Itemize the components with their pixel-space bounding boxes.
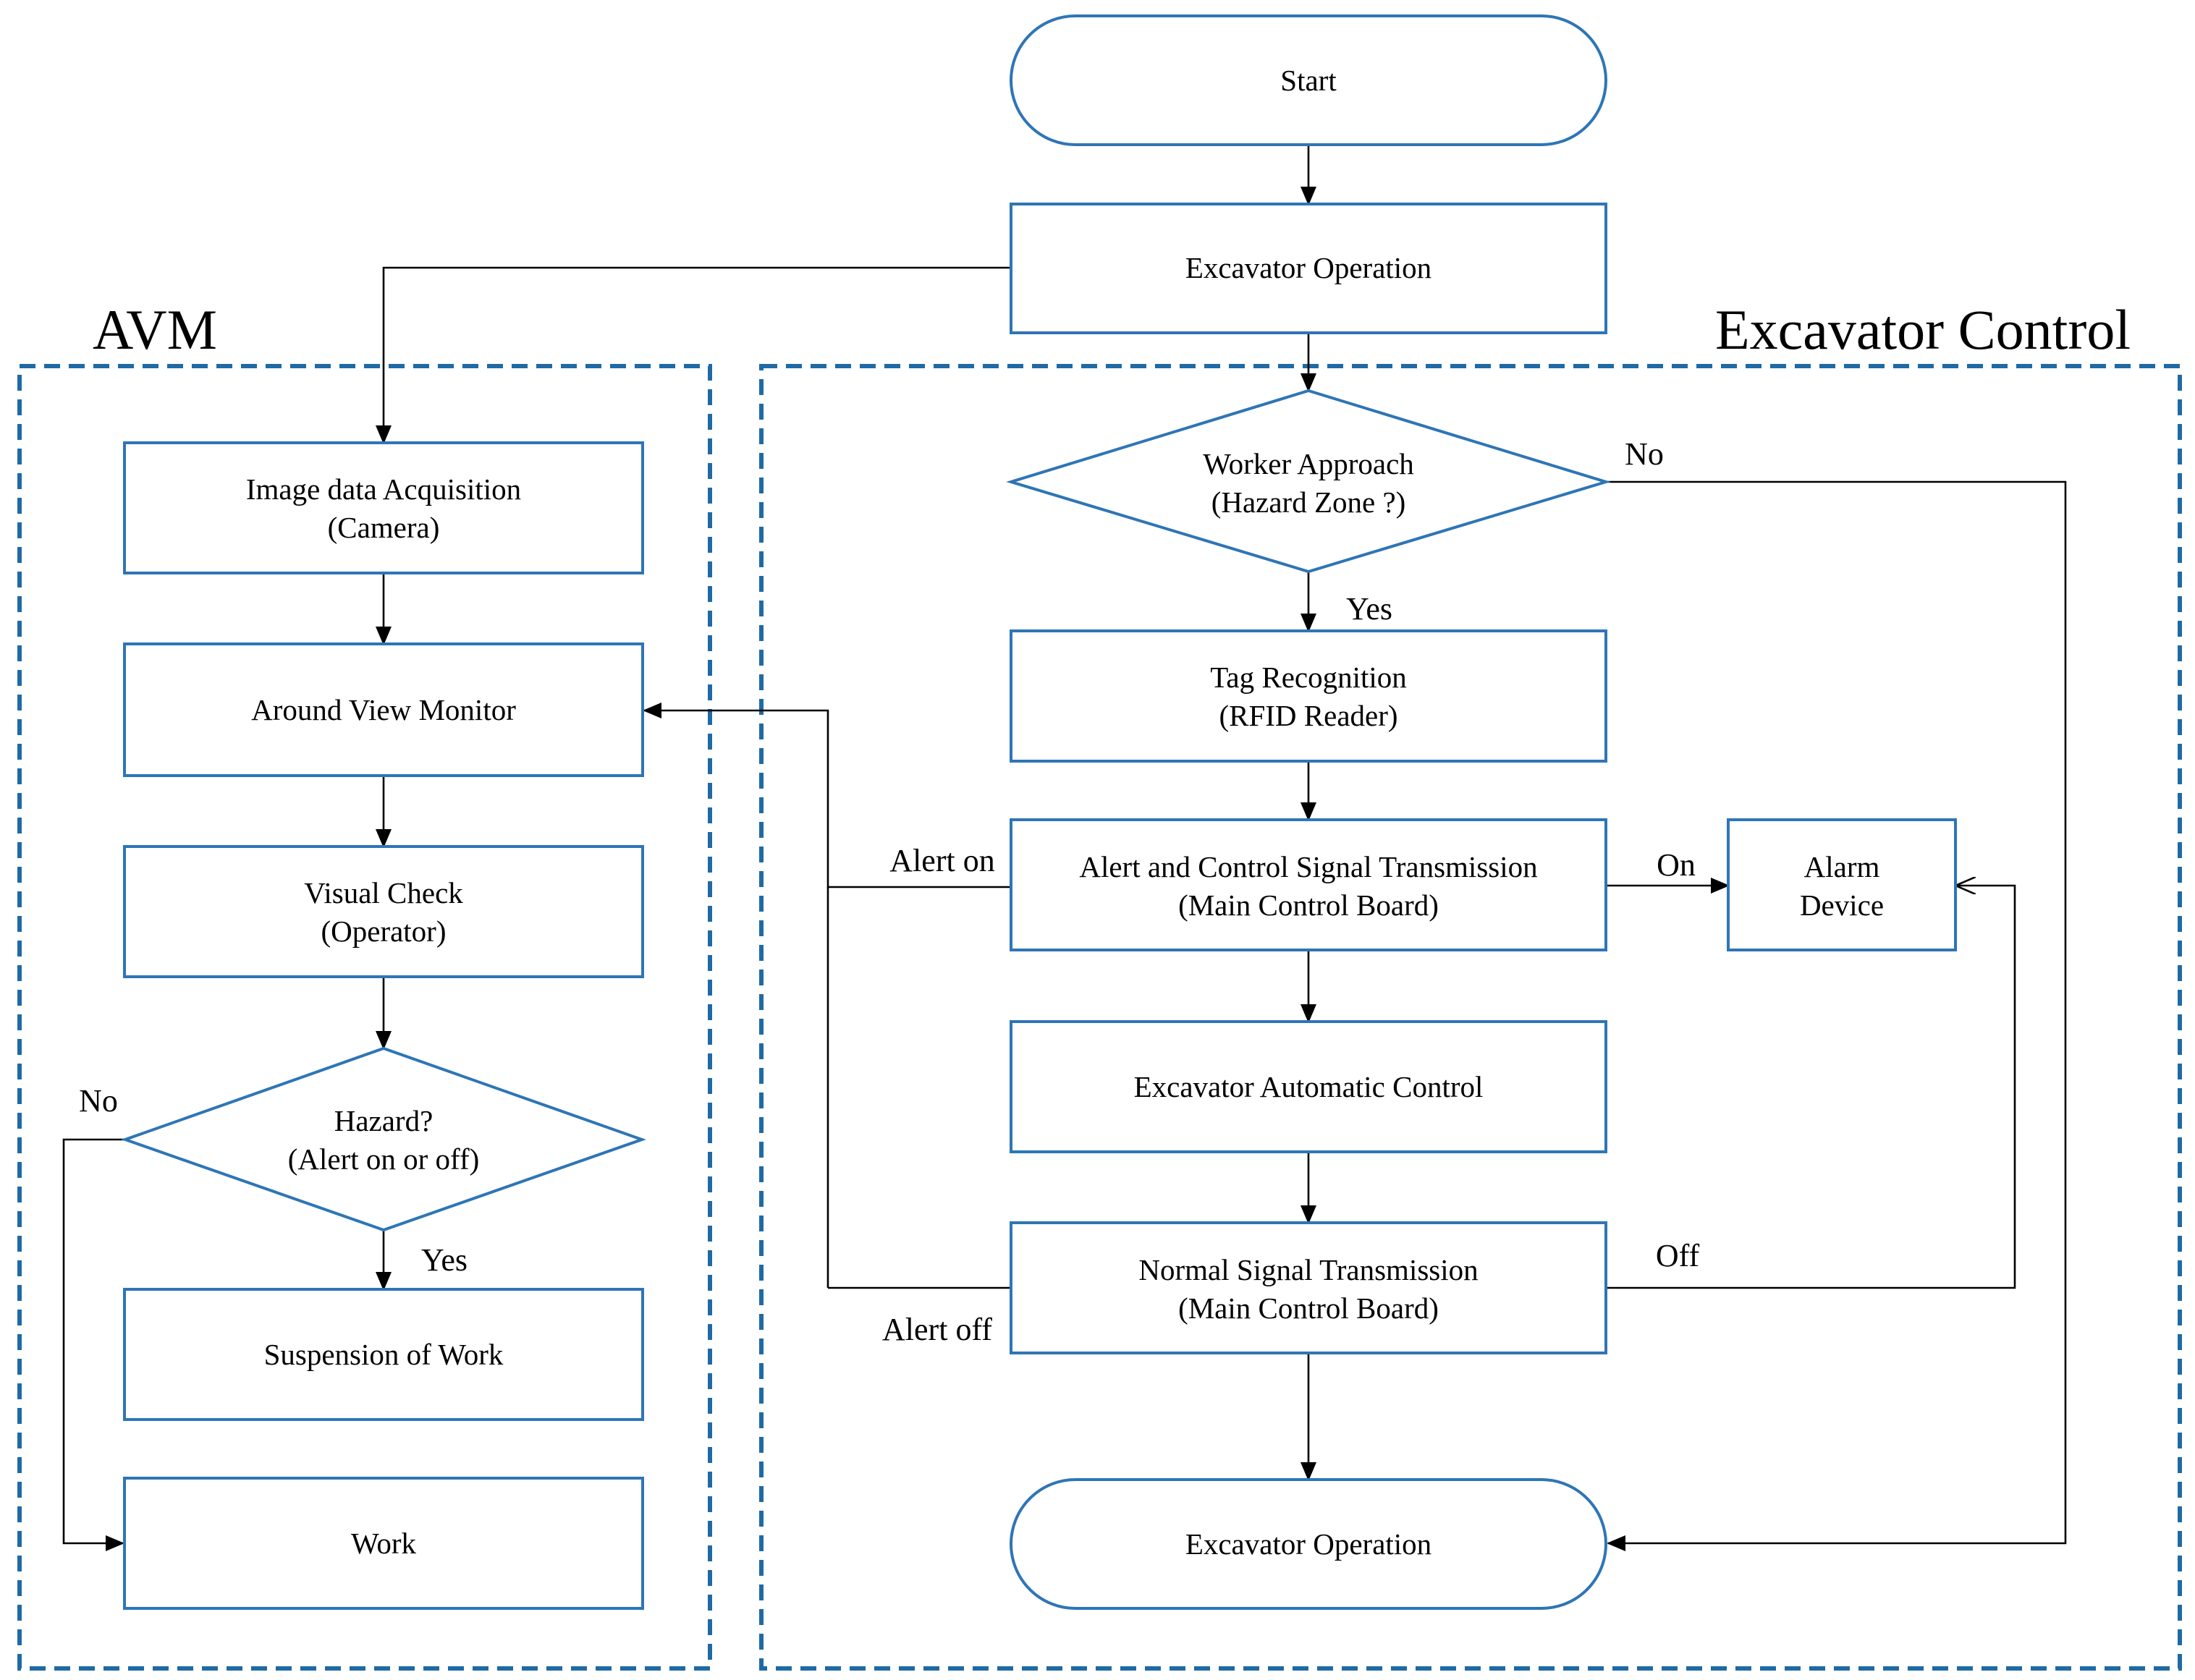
edge-label-hazard-yes: Yes [421,1242,468,1278]
node-worker-approach-line1: Worker Approach [1203,447,1414,480]
node-automatic-control-label: Excavator Automatic Control [1134,1070,1484,1103]
node-tag-recognition-line2: (RFID Reader) [1219,699,1397,732]
node-visual-check-line1: Visual Check [304,876,463,909]
node-image-acquisition-line2: (Camera) [328,511,440,544]
edge-label-alert-off: Alert off [882,1312,992,1347]
node-work-label: Work [351,1527,417,1560]
node-alert-control-transmission: Alert and Control Signal Transmission (M… [1010,818,1607,951]
edge-alert-on-to-around-view [643,703,1011,888]
node-start-label: Start [1280,64,1337,97]
node-alert-control-line2: (Main Control Board) [1178,888,1439,922]
node-tag-recognition: Tag Recognition (RFID Reader) [1010,629,1607,763]
node-visual-check: Visual Check (Operator) [123,845,644,978]
node-normal-signal-line2: (Main Control Board) [1178,1291,1439,1325]
edges [62,145,2067,1551]
node-image-acquisition-line1: Image data Acquisition [246,472,521,506]
edge-label-alarm-off: Off [1656,1238,1700,1273]
node-hazard-line2: (Alert on or off) [288,1142,480,1176]
node-start: Start [1010,14,1607,146]
node-normal-signal-line1: Normal Signal Transmission [1138,1253,1478,1286]
node-excavator-operation-top: Excavator Operation [1010,203,1607,334]
node-excavator-operation-end: Excavator Operation [1010,1478,1607,1610]
avm-group-frame [17,364,712,1671]
node-work: Work [123,1477,644,1610]
node-tag-recognition-line1: Tag Recognition [1210,661,1407,694]
node-suspension-label: Suspension of Work [264,1338,504,1371]
avm-group-title: AVM [93,298,217,361]
excavator-control-group-title: Excavator Control [1715,298,2131,361]
node-alert-control-line1: Alert and Control Signal Transmission [1079,850,1537,883]
edge-label-alarm-on: On [1657,847,1696,883]
node-normal-signal-transmission: Normal Signal Transmission (Main Control… [1010,1221,1607,1354]
node-suspension-of-work: Suspension of Work [123,1288,644,1421]
node-worker-approach-decision: Worker Approach (Hazard Zone ?) [1006,389,1611,574]
node-around-view-monitor: Around View Monitor [123,642,644,777]
node-around-view-monitor-label: Around View Monitor [251,693,516,726]
excavator-control-group-frame [759,364,2182,1671]
node-alarm-device-line2: Device [1800,888,1884,922]
node-excavator-automatic-control: Excavator Automatic Control [1010,1020,1607,1153]
node-worker-approach-line2: (Hazard Zone ?) [1211,485,1406,519]
edge-label-alert-on: Alert on [889,843,994,878]
edge-label-worker-yes: Yes [1346,591,1392,627]
edge-hazard-no-to-work [62,1138,125,1551]
edge-operation-to-image-acquisition [376,266,1011,444]
node-alarm-device: Alarm Device [1727,818,1957,951]
node-image-acquisition: Image data Acquisition (Camera) [123,441,644,574]
edge-normal-off-to-alarm [1606,886,2016,1289]
node-visual-check-line2: (Operator) [321,915,446,948]
node-excavator-operation-end-label: Excavator Operation [1185,1527,1431,1561]
edge-worker-no-to-end [1606,480,2067,1551]
edge-label-hazard-no: No [79,1083,118,1119]
edge-label-worker-no: No [1625,436,1664,472]
node-hazard-decision: Hazard? (Alert on or off) [120,1046,647,1232]
node-hazard-line1: Hazard? [334,1104,433,1137]
node-excavator-operation-top-label: Excavator Operation [1185,251,1431,284]
node-alarm-device-line1: Alarm [1804,850,1880,883]
